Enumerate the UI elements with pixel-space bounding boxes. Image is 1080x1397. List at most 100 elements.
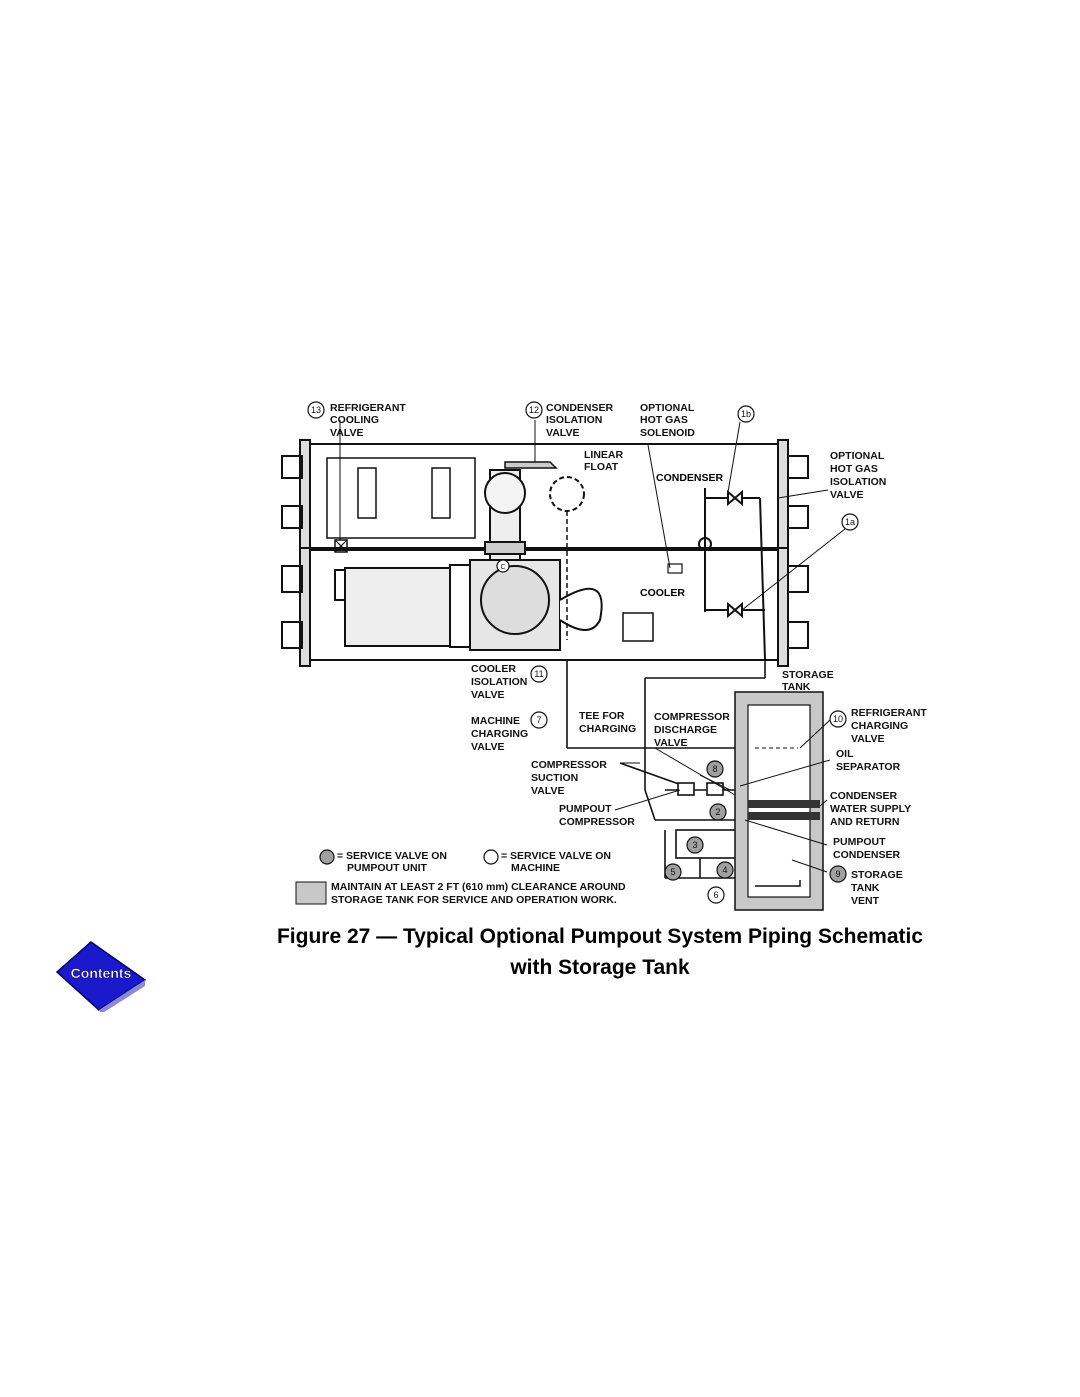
- component-labels: REFRIGERANT COOLING VALVE CONDENSER ISOL…: [330, 402, 927, 907]
- legend-open-circle: [483, 849, 499, 865]
- svg-text:8: 8: [712, 764, 717, 774]
- svg-text:C: C: [500, 564, 505, 571]
- marker-1a: [841, 513, 859, 531]
- svg-text:CHARGING: CHARGING: [579, 723, 636, 735]
- svg-text:HOT GAS: HOT GAS: [830, 463, 878, 475]
- marker-12: [525, 401, 543, 419]
- svg-text:MAINTAIN AT LEAST 2 FT (610 mm: MAINTAIN AT LEAST 2 FT (610 mm) CLEARANC…: [331, 881, 626, 893]
- svg-text:4: 4: [722, 865, 727, 875]
- marker-13: [307, 401, 325, 419]
- valve-marker-numbers: 13 12 1b 1a 11 7 10 8 2 3 4 5 6 9 C: [311, 405, 855, 900]
- label-pumpout-compressor: PUMPOUT: [559, 803, 612, 815]
- svg-text:TANK: TANK: [851, 882, 880, 894]
- svg-text:CONDENSER: CONDENSER: [833, 849, 901, 861]
- label-compressor-suction-valve: COMPRESSOR: [531, 759, 607, 771]
- marker-5: [664, 863, 682, 881]
- marker-11: [530, 665, 548, 683]
- svg-text:10: 10: [833, 714, 843, 724]
- svg-text:VALVE: VALVE: [471, 689, 504, 701]
- label-condenser: CONDENSER: [656, 472, 724, 484]
- svg-text:CHARGING: CHARGING: [471, 728, 528, 740]
- label-tee-for-charging: TEE FOR: [579, 710, 625, 722]
- svg-text:PUMPOUT UNIT: PUMPOUT UNIT: [347, 862, 428, 874]
- svg-text:SEPARATOR: SEPARATOR: [836, 761, 901, 773]
- valve-markers: [307, 401, 859, 904]
- marker-1b: [737, 405, 755, 423]
- svg-text:SOLENOID: SOLENOID: [640, 427, 695, 439]
- marker-3: [686, 836, 704, 854]
- svg-text:AND RETURN: AND RETURN: [830, 816, 899, 828]
- label-compressor-discharge-valve: COMPRESSOR: [654, 711, 730, 723]
- leader-lines: [339, 420, 851, 873]
- svg-text:ISOLATION: ISOLATION: [830, 476, 886, 488]
- label-storage-tank: STORAGE: [782, 669, 834, 681]
- svg-text:CHARGING: CHARGING: [851, 720, 908, 732]
- contents-label: Contents: [71, 965, 132, 981]
- label-condenser-water-supply-return: CONDENSER: [830, 790, 898, 802]
- svg-text:VALVE: VALVE: [851, 733, 884, 745]
- svg-text:FLOAT: FLOAT: [584, 461, 619, 473]
- svg-text:1a: 1a: [845, 517, 855, 527]
- label-storage-tank-vent: STORAGE: [851, 869, 903, 881]
- legend-shaded-box: [295, 881, 327, 905]
- svg-text:ISOLATION: ISOLATION: [471, 676, 527, 688]
- label-machine-charging-valve: MACHINE: [471, 715, 520, 727]
- contents-button[interactable]: Contents: [55, 940, 149, 1014]
- svg-text:TANK: TANK: [782, 681, 811, 693]
- label-pumpout-condenser: PUMPOUT: [833, 836, 886, 848]
- svg-text:HOT GAS: HOT GAS: [640, 414, 688, 426]
- marker-2: [709, 803, 727, 821]
- svg-text:VALVE: VALVE: [654, 737, 687, 749]
- svg-text:SUCTION: SUCTION: [531, 772, 578, 784]
- legend-filled-circle: [319, 849, 335, 865]
- svg-text:13: 13: [311, 405, 321, 415]
- svg-text:2: 2: [715, 807, 720, 817]
- svg-text:STORAGE TANK FOR SERVICE AND O: STORAGE TANK FOR SERVICE AND OPERATION W…: [331, 894, 617, 906]
- label-refrigerant-charging-valve: REFRIGERANT: [851, 707, 927, 719]
- label-refrigerant-cooling-valve-1: REFRIGERANT: [330, 402, 406, 414]
- svg-text:DISCHARGE: DISCHARGE: [654, 724, 717, 736]
- svg-text:11: 11: [534, 669, 543, 679]
- marker-9: [829, 865, 847, 883]
- heat-exchanger-assembly: [281, 439, 809, 667]
- svg-text:COMPRESSOR: COMPRESSOR: [559, 816, 635, 828]
- svg-text:COOLING: COOLING: [330, 414, 379, 426]
- label-cooler: COOLER: [640, 587, 685, 599]
- marker-4: [716, 861, 734, 879]
- svg-text:VALVE: VALVE: [830, 489, 863, 501]
- svg-text:VENT: VENT: [851, 895, 880, 907]
- label-linear-float: LINEAR: [584, 449, 624, 461]
- figure-caption-line-1: Figure 27 — Typical Optional Pumpout Sys…: [276, 925, 924, 948]
- contents-diamond-icon: Contents: [55, 941, 147, 1014]
- svg-text:6: 6: [713, 890, 718, 900]
- label-oil-separator: OIL: [836, 748, 854, 760]
- label-optional-hot-gas-isolation-valve: OPTIONAL: [830, 450, 885, 462]
- svg-text:ISOLATION: ISOLATION: [546, 414, 602, 426]
- svg-text:VALVE: VALVE: [471, 741, 504, 753]
- float-c-marker: [496, 559, 510, 573]
- svg-text:VALVE: VALVE: [531, 785, 564, 797]
- label-optional-hot-gas-solenoid: OPTIONAL: [640, 402, 695, 414]
- svg-text:= SERVICE VALVE ON: = SERVICE VALVE ON: [501, 850, 611, 862]
- storage-tank: [734, 691, 824, 911]
- svg-text:VALVE: VALVE: [330, 427, 363, 439]
- marker-8: [706, 760, 724, 778]
- figure-caption-line-2: with Storage Tank: [510, 956, 690, 979]
- marker-10: [829, 710, 847, 728]
- svg-text:12: 12: [529, 405, 539, 415]
- svg-text:5: 5: [670, 867, 675, 877]
- marker-7: [530, 711, 548, 729]
- svg-text:WATER SUPPLY: WATER SUPPLY: [830, 803, 911, 815]
- marker-6: [707, 886, 725, 904]
- legend: = SERVICE VALVE ON PUMPOUT UNIT = SERVIC…: [295, 849, 626, 906]
- svg-text:3: 3: [692, 840, 697, 850]
- svg-text:1b: 1b: [741, 409, 751, 419]
- label-cooler-isolation-valve: COOLER: [471, 663, 516, 675]
- compressor-motor: [344, 567, 451, 647]
- label-condenser-isolation-valve: CONDENSER: [546, 402, 614, 414]
- svg-text:9: 9: [835, 869, 840, 879]
- svg-text:VALVE: VALVE: [546, 427, 579, 439]
- svg-text:MACHINE: MACHINE: [511, 862, 560, 874]
- svg-text:= SERVICE VALVE ON: = SERVICE VALVE ON: [337, 850, 447, 862]
